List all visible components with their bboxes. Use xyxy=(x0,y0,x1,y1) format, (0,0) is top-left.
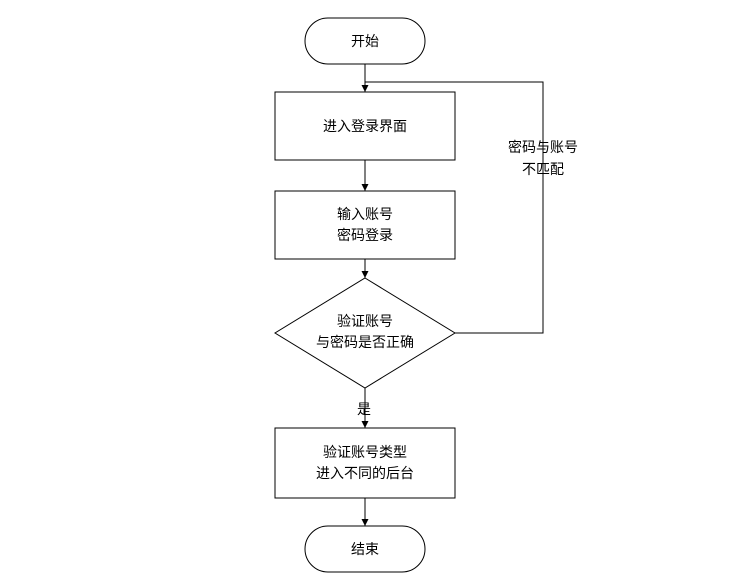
yes-label: 是 xyxy=(357,402,371,418)
verify-decision-label-line1: 验证账号 xyxy=(337,314,393,330)
start-label: 开始 xyxy=(351,34,379,50)
verify-decision-node: 验证账号 与密码是否正确 xyxy=(274,277,456,389)
route-backend-label-line1: 验证账号类型 xyxy=(323,445,407,461)
verify-decision-label-line2: 与密码是否正确 xyxy=(316,334,414,351)
input-credentials-label-line2: 密码登录 xyxy=(337,227,393,244)
input-credentials-label-line1: 输入账号 xyxy=(337,207,393,223)
end-node: 结束 xyxy=(304,525,426,573)
input-credentials-node: 输入账号 密码登录 xyxy=(274,190,456,260)
mismatch-label-line2: 不匹配 xyxy=(522,162,564,178)
edge-verify-mismatch-loop xyxy=(365,81,544,334)
route-backend-label-line2: 进入不同的后台 xyxy=(316,466,414,482)
route-backend-node: 验证账号类型 进入不同的后台 xyxy=(274,427,456,499)
enter-login-screen-label: 进入登录界面 xyxy=(323,119,407,135)
enter-login-screen-node: 进入登录界面 xyxy=(274,91,456,161)
mismatch-label-line1: 密码与账号 xyxy=(508,139,578,156)
start-node: 开始 xyxy=(304,17,426,65)
end-label: 结束 xyxy=(351,542,379,558)
